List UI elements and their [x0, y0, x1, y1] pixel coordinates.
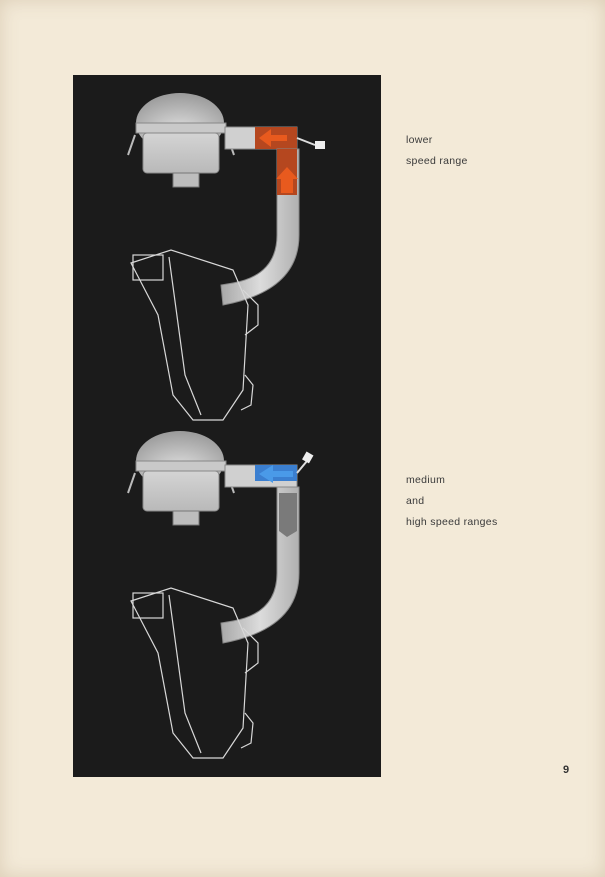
- illustration-panel: [73, 75, 381, 777]
- left-arrow-icon: [259, 465, 293, 483]
- carburetor-neck: [172, 510, 200, 526]
- control-lever: [296, 137, 316, 146]
- diagram-lower-speed: [127, 93, 325, 421]
- air-cleaner-rim: [135, 460, 227, 472]
- carburetor-neck: [172, 172, 200, 188]
- up-arrow-icon: [276, 167, 298, 193]
- caption-line: lower: [406, 134, 433, 146]
- control-lever: [296, 460, 308, 474]
- exhaust-manifold: [130, 587, 259, 759]
- diagram-medium-high-speed: [127, 431, 314, 759]
- caption-medium-high-speed: medium and high speed ranges: [406, 470, 498, 533]
- lever-knob: [302, 451, 314, 464]
- caption-line: and: [406, 495, 425, 507]
- caption-line: speed range: [406, 155, 468, 167]
- left-arrow-icon: [259, 129, 287, 147]
- caption-lower-speed: lower speed range: [406, 130, 468, 172]
- air-cleaner-body: [142, 132, 220, 174]
- air-cleaner-body: [142, 470, 220, 512]
- air-cleaner-diagrams: [127, 93, 325, 759]
- page-number: 9: [563, 764, 570, 776]
- caption-line: medium: [406, 474, 446, 486]
- exhaust-manifold: [130, 249, 259, 421]
- caption-line: high speed ranges: [406, 516, 498, 528]
- lever-knob: [315, 141, 325, 149]
- air-cleaner-rim: [135, 122, 227, 134]
